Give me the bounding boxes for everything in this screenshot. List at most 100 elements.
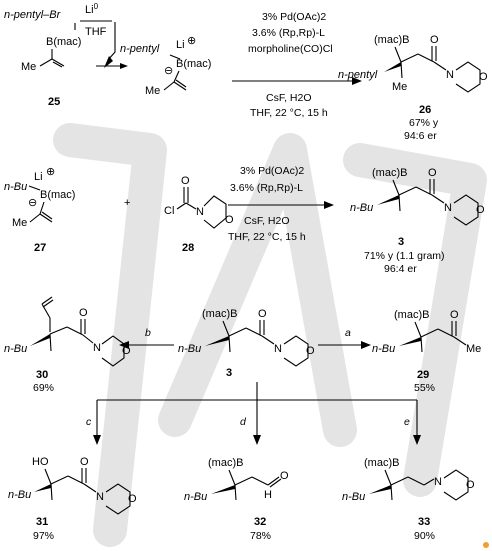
compound-31-yield: 97% <box>33 530 54 542</box>
arrow-d-label: d <box>240 416 247 428</box>
svg-text:n-Bu: n-Bu <box>4 343 27 355</box>
svg-text:O: O <box>225 214 234 226</box>
svg-text:n-Bu: n-Bu <box>342 491 365 503</box>
svg-text:n-pentyl: n-pentyl <box>120 43 160 55</box>
svg-text:⊕: ⊕ <box>187 35 196 47</box>
svg-text:N: N <box>274 343 282 355</box>
reaction-arrow-2-head <box>324 201 334 209</box>
compound-33-yield: 90% <box>414 530 435 542</box>
svg-text:Me: Me <box>12 217 27 229</box>
svg-text:N: N <box>444 202 452 214</box>
svg-text:O: O <box>306 345 315 357</box>
compound-25-label: 25 <box>48 96 60 108</box>
svg-text:O: O <box>122 345 131 357</box>
condition-ligand-2: 3.6% (Rp,Rp)-L <box>230 182 303 194</box>
compound-29-yield: 55% <box>414 382 435 394</box>
svg-text:⊖: ⊖ <box>28 197 37 209</box>
svg-text:(mac)B: (mac)B <box>394 309 429 321</box>
arrow-c-label: c <box>86 416 92 428</box>
svg-text:Li: Li <box>176 39 185 51</box>
compound-31-structure: HO n-Bu O N O <box>8 456 137 515</box>
svg-text:⊕: ⊕ <box>46 166 55 178</box>
svg-text:n-Bu: n-Bu <box>4 181 27 193</box>
svg-text:O: O <box>128 493 137 505</box>
bent-arrow-head <box>104 56 113 68</box>
svg-text:O: O <box>79 307 88 319</box>
compound-32-label: 32 <box>254 516 266 528</box>
svg-text:O: O <box>479 71 488 83</box>
compound-3-er: 96:4 er <box>384 263 417 275</box>
compound-29-structure: (mac)B n-Bu O Me <box>372 309 481 355</box>
compound-32-yield: 78% <box>250 530 271 542</box>
svg-text:n-Bu: n-Bu <box>372 343 395 355</box>
svg-text:n-Bu: n-Bu <box>350 202 373 214</box>
compound-3-structure: (mac)B n-Bu O N O <box>350 167 485 226</box>
svg-text:Me: Me <box>21 61 36 73</box>
compound-33-structure: (mac)B n-Bu N O <box>342 457 475 503</box>
compound-30-label: 30 <box>36 369 48 381</box>
svg-text:O: O <box>280 470 289 482</box>
arrow-head-1a <box>120 63 128 69</box>
svg-text:O: O <box>476 204 485 216</box>
compound-31-label: 31 <box>36 516 48 528</box>
svg-text:(mac)B: (mac)B <box>364 457 399 469</box>
arrow-d-head <box>253 435 261 445</box>
compound-27-structure: n-Bu Li ⊕ B(mac) ⊖ Me <box>4 166 75 229</box>
condition-catalyst-2: 3% Pd(OAc)2 <box>240 165 304 177</box>
n-pentyl-bromide: n-pentyl–Br <box>4 9 62 21</box>
compound-32-structure: (mac)B n-Bu O H <box>184 457 289 503</box>
svg-text:n-Bu: n-Bu <box>184 491 207 503</box>
svg-text:Cl: Cl <box>164 205 174 217</box>
ate-complex-pentyl: n-pentyl Li ⊕ B(mac) ⊖ Me <box>120 35 211 97</box>
svg-text:H: H <box>264 489 272 501</box>
svg-text:⊖: ⊖ <box>164 65 173 77</box>
compound-26-structure: (mac)B n-pentyl Me O N O <box>338 34 488 93</box>
condition-catalyst-1: 3% Pd(OAc)2 <box>262 11 326 23</box>
condition-solvent-1: THF, 22 °C, 15 h <box>250 107 328 119</box>
svg-text:O: O <box>258 308 267 320</box>
svg-text:(mac)B: (mac)B <box>202 308 237 320</box>
arrow-a-head <box>361 341 371 349</box>
svg-text:n-pentyl: n-pentyl <box>338 69 378 81</box>
condition-base-1: CsF, H2O <box>266 92 312 104</box>
condition-electrophile-1: morpholine(CO)Cl <box>248 43 333 55</box>
condition-ligand-1: 3.6% (Rp,Rp)-L <box>252 27 325 39</box>
arrow-a-label: a <box>345 327 351 339</box>
compound-29-label: 29 <box>417 369 429 381</box>
svg-text:B(mac): B(mac) <box>176 58 211 70</box>
svg-text:N: N <box>434 476 442 488</box>
bent-arrow-line <box>107 22 116 61</box>
condition-solvent-2: THF, 22 °C, 15 h <box>228 231 306 243</box>
arrow-e-label: e <box>404 416 410 428</box>
svg-text:O: O <box>181 175 190 187</box>
svg-text:B(mac): B(mac) <box>40 189 75 201</box>
svg-text:Me: Me <box>145 85 160 97</box>
compound-28-label: 28 <box>182 242 194 254</box>
compound-3-label: 3 <box>398 236 404 248</box>
svg-text:N: N <box>96 491 104 503</box>
compound-26-yield: 67% y <box>409 117 439 129</box>
svg-text:(mac)B: (mac)B <box>208 457 243 469</box>
svg-text:O: O <box>450 309 459 321</box>
compound-3-center-structure: (mac)B n-Bu O N O <box>178 308 315 367</box>
svg-text:(mac)B: (mac)B <box>374 34 409 46</box>
svg-text:n-Bu: n-Bu <box>178 343 201 355</box>
arrow-b-label: b <box>145 327 151 339</box>
svg-text:O: O <box>428 167 437 179</box>
compound-33-label: 33 <box>418 516 430 528</box>
compound-3-center-label: 3 <box>226 367 232 379</box>
compound-30-structure: n-Bu O N O <box>4 296 131 367</box>
lithium-metal: Li0 <box>85 2 99 16</box>
compound-26-label: 26 <box>419 104 431 116</box>
compound-30-yield: 69% <box>33 382 54 394</box>
compound-3-yield: 71% y (1.1 gram) <box>364 250 445 262</box>
condition-base-2: CsF, H2O <box>244 215 290 227</box>
svg-text:N: N <box>446 69 454 81</box>
arrow-c-head <box>93 435 101 445</box>
compound-27-label: 27 <box>34 242 46 254</box>
compound-26-er: 94:6 er <box>404 130 437 142</box>
svg-text:N: N <box>196 206 204 218</box>
svg-text:Me: Me <box>392 81 407 93</box>
svg-text:N: N <box>93 342 101 354</box>
